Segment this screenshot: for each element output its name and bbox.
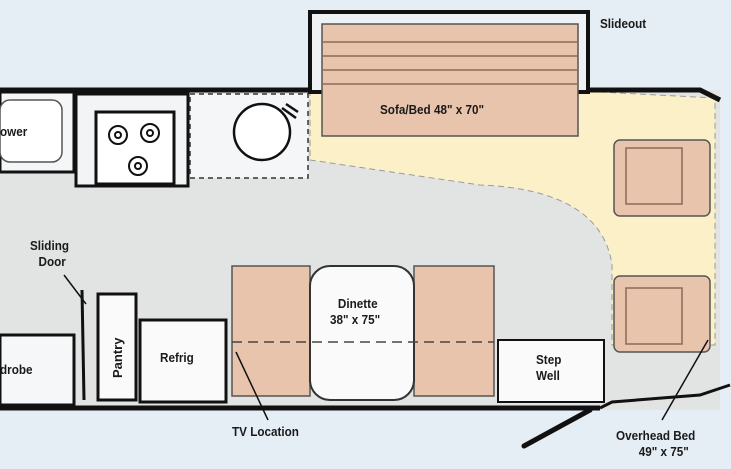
cab-wall	[599, 383, 731, 410]
stove-burner-icon	[108, 123, 160, 176]
overhead-bed-line1: Overhead Bed	[616, 428, 696, 443]
tv-location-label: TV Location	[232, 424, 299, 439]
faucet-icon	[281, 102, 299, 120]
dinette-line1: Dinette	[337, 296, 378, 311]
tv-location-pointer	[235, 351, 269, 421]
sliding-door-label: Sliding Door	[30, 238, 69, 270]
entry-door	[521, 407, 593, 449]
stove-top	[94, 110, 176, 186]
overhead-bed-line2: 49" x 75"	[638, 444, 689, 459]
step-well-label: Step Well	[536, 352, 561, 384]
dinette-line2: 38" x 75"	[330, 312, 381, 327]
overhead-bed-label: Overhead Bed 49" x 75"	[616, 428, 695, 460]
overhead-bed-pointer	[661, 339, 709, 421]
sliding-door-pointer	[63, 274, 87, 305]
refrig-label: Refrig	[160, 350, 194, 365]
step-well	[497, 339, 605, 403]
driver-seat	[613, 139, 711, 217]
sofa-bed	[321, 23, 579, 137]
dinette	[231, 265, 495, 401]
shower-pan	[0, 99, 63, 163]
slideout-label: Slideout	[600, 16, 647, 31]
top-wall	[0, 87, 722, 103]
wardrobe	[0, 333, 76, 407]
shower-label: ower	[0, 124, 28, 139]
sliding-door-line	[80, 289, 86, 401]
dinette-label: Dinette 38" x 75"	[330, 296, 380, 328]
step-well-line1: Step	[536, 352, 562, 367]
pantry-label: Pantry	[110, 337, 125, 378]
sliding-door-line1: Sliding	[30, 238, 70, 253]
pantry	[96, 292, 138, 402]
sliding-door-line2: Door	[38, 254, 66, 269]
sink-basin-icon	[232, 102, 292, 162]
refrigerator	[138, 318, 228, 404]
wardrobe-label: drobe	[0, 362, 33, 377]
sofa-bed-label: Sofa/Bed 48" x 70"	[380, 102, 485, 117]
passenger-seat	[613, 275, 711, 353]
step-well-line2: Well	[536, 368, 560, 383]
